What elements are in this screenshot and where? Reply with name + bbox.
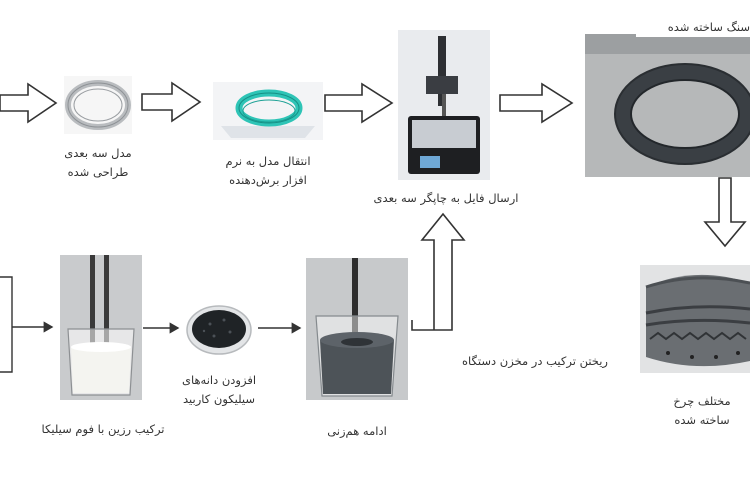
arrow-start-to-model <box>0 82 58 124</box>
printer-image <box>398 30 490 180</box>
caption-send-printer: ارسال فایل به چاپگر سه بعدی <box>373 191 519 205</box>
caption-add-sic: افزودن دانه‌های سیلیکون کاربید <box>181 373 257 406</box>
caption-model-3d: مدل سه بعدی طراحی شده <box>64 146 132 179</box>
arrow-printer-to-fabricated <box>499 82 574 124</box>
sic-grains-image <box>184 296 254 360</box>
model-3d-image <box>64 76 132 134</box>
caption-resin-silica: ترکیب رزین با فوم سیلیکا <box>41 422 165 436</box>
mixing-image <box>306 258 408 400</box>
wheels-image <box>640 265 750 373</box>
slicer-software-image <box>213 82 323 140</box>
caption-continue-mixing: ادامه هم‌زنی <box>327 424 387 438</box>
arrow-model-to-slicer <box>141 81 202 123</box>
caption-fabricated: سنگ ساخته شده <box>636 18 750 37</box>
bracket-left <box>0 276 13 373</box>
caption-slicer: انتقال مدل به نرم افزار برش‌دهنده <box>225 154 311 187</box>
resin-silica-image <box>60 255 142 400</box>
arrow-fabricated-to-wheels <box>703 177 747 248</box>
caption-pour-tank: ریختن ترکیب در مخزن دستگاه <box>462 354 608 368</box>
caption-wheel-types: مختلف چرخ ساخته شده <box>673 394 731 427</box>
fabricated-stone-image <box>585 34 750 177</box>
arrow-mixing-to-printer <box>411 212 466 331</box>
arrow-slicer-to-printer <box>324 82 394 124</box>
